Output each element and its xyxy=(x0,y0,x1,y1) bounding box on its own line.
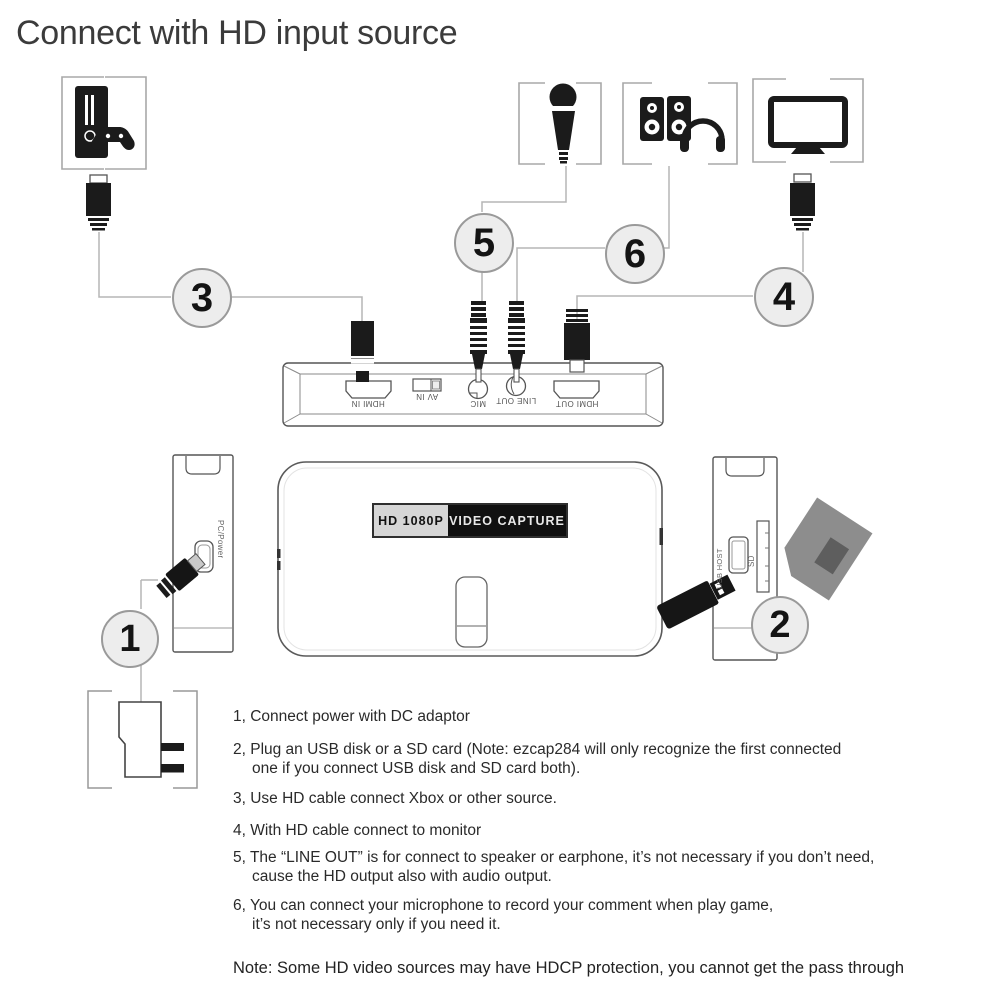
audio-jack-plug-icon xyxy=(508,301,525,383)
port-label-hdmi-out: HDMI OUT xyxy=(555,399,599,408)
hdmi-plug-icon xyxy=(790,173,815,231)
monitor-icon xyxy=(768,96,848,154)
label-pc-power: PC/Power xyxy=(216,520,225,559)
hdmi-plug-icon xyxy=(351,321,374,382)
device-front-view xyxy=(277,461,663,657)
game-console-icon xyxy=(75,86,135,158)
step-marker-5: 5 xyxy=(454,213,514,273)
hdmi-plug-icon xyxy=(86,174,111,231)
badge-hd1080p: HD 1080P xyxy=(374,505,448,536)
step-marker-3: 3 xyxy=(172,268,232,328)
port-label-line-out: LINE OUT xyxy=(495,396,537,405)
step-marker-2: 2 xyxy=(751,596,809,654)
device-topview xyxy=(282,362,664,427)
hdmi-plug-icon xyxy=(564,309,590,373)
device-side-left xyxy=(172,454,234,653)
instruction-4: 4, With HD cable connect to monitor xyxy=(233,822,482,839)
device-button xyxy=(455,576,488,648)
instruction-5: 5, The “LINE OUT” is for connect to spea… xyxy=(233,849,875,885)
hdmi-out-port xyxy=(553,380,600,399)
badge-video-capture: VIDEO CAPTURE xyxy=(448,505,566,536)
step-marker-4: 4 xyxy=(754,267,814,327)
speakers-headphones-icon xyxy=(640,96,725,152)
page-title: Connect with HD input source xyxy=(16,14,458,52)
power-plug-icon xyxy=(156,553,206,598)
step-marker-1: 1 xyxy=(101,610,159,668)
label-sd: SD xyxy=(747,555,756,567)
audio-jack-plug-icon xyxy=(470,301,487,383)
instruction-6: 6, You can connect your microphone to re… xyxy=(233,897,774,933)
microphone-icon xyxy=(548,83,578,164)
instruction-1: 1, Connect power with DC adaptor xyxy=(233,708,470,725)
hdmi-in-port xyxy=(345,380,392,399)
hdcp-note: Note: Some HD video sources may have HDC… xyxy=(233,959,905,977)
step-marker-6: 6 xyxy=(605,224,665,284)
usb-flash-drive-icon xyxy=(657,574,736,629)
power-adaptor-icon xyxy=(87,690,198,789)
sd-card-icon xyxy=(784,497,873,601)
instruction-2: 2, Plug an USB disk or a SD card (Note: … xyxy=(233,741,842,777)
usb-host-port xyxy=(728,536,749,574)
sd-slot xyxy=(756,520,770,593)
label-usb-host: USB HOST xyxy=(715,548,724,589)
instruction-3: 3, Use HD cable connect Xbox or other so… xyxy=(233,790,557,807)
icon-frames xyxy=(61,76,864,170)
product-badge: HD 1080P VIDEO CAPTURE xyxy=(372,503,568,538)
